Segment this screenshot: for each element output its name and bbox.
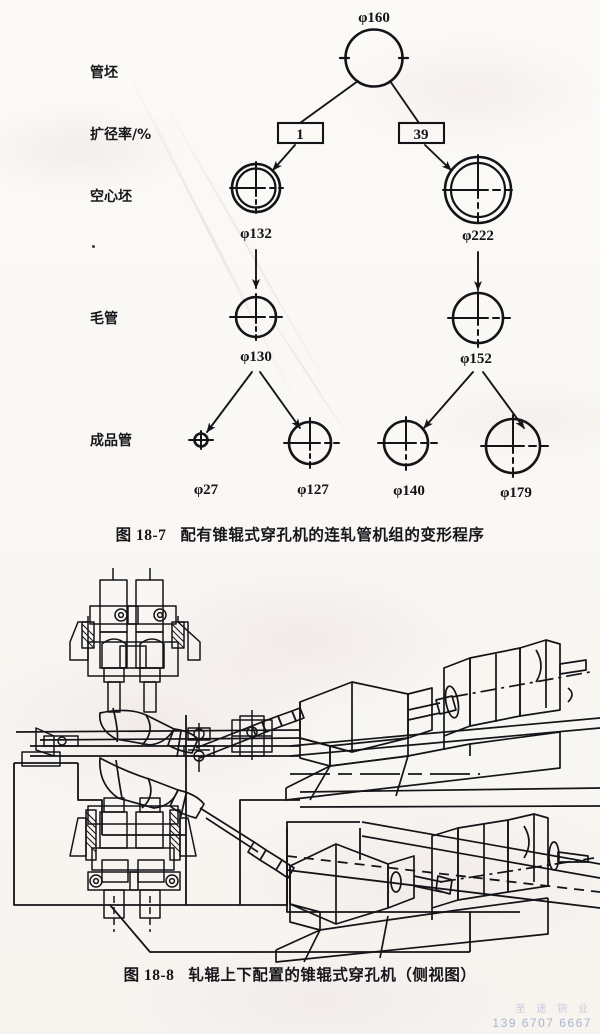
- node-billet-160: [338, 28, 410, 88]
- label-hollow-132: φ132: [240, 226, 272, 242]
- label-hollow-222: φ222: [462, 228, 494, 244]
- entry-guide-left: [21, 727, 79, 767]
- arrow-130-to-27: [206, 371, 253, 433]
- node-finished-127: [283, 417, 340, 469]
- caption-text-18-7: 配有锥辊式穿孔机的连轧管机组的变形程序: [180, 527, 485, 544]
- node-hollow-132: [229, 161, 284, 214]
- watermark-phone: 139 6707 6667: [492, 1016, 592, 1030]
- link-billet-to-box2: [389, 80, 420, 124]
- label-rough-152: φ152: [460, 351, 492, 367]
- node-rough-152: [447, 291, 511, 348]
- arrow-130-to-127: [259, 371, 301, 429]
- caption-figure-18-7: 图 18-7 配有锥辊式穿孔机的连轧管机组的变形程序: [0, 523, 600, 545]
- link-billet-to-box1: [299, 80, 359, 124]
- label-billet-160: φ160: [358, 10, 390, 26]
- arrow-box1-to-132: [272, 144, 296, 171]
- node-rough-130: [229, 293, 283, 341]
- label-finished-140: φ140: [393, 483, 425, 499]
- watermark: 圣 途 铜 业 139 6707 6667: [492, 1000, 592, 1030]
- watermark-name: 圣 途 铜 业: [515, 1004, 592, 1015]
- rod-support-2: [231, 710, 273, 760]
- caption-number-18-8: 图 18-8: [123, 967, 175, 984]
- scan-speck: [92, 245, 95, 248]
- row-label-billet: 管坯: [90, 65, 118, 81]
- row-label-rough-tube: 毛管: [90, 311, 118, 327]
- hatched-detail: [81, 623, 185, 853]
- label-finished-27: φ27: [194, 482, 219, 498]
- label-expansion-39: 39: [414, 127, 429, 143]
- arrow-box39-to-222: [424, 144, 452, 171]
- arrow-152-to-140: [423, 371, 474, 429]
- label-finished-127: φ127: [297, 482, 329, 498]
- lower-drive-assembly: [199, 807, 595, 963]
- row-label-finished-tube: 成品管: [90, 433, 132, 449]
- node-finished-179: [480, 414, 549, 478]
- node-finished-27: [188, 430, 214, 450]
- figure-18-7: φ160 1 39 φ132 φ222 φ130 φ152 φ27 φ127 φ…: [188, 10, 549, 501]
- caption-figure-18-8: 图 18-8 轧辊上下配置的锥辊式穿孔机（侧视图）: [0, 963, 600, 985]
- label-expansion-1: 1: [296, 127, 304, 143]
- label-rough-130: φ130: [240, 349, 272, 365]
- lower-roll-housing: [69, 797, 197, 932]
- caption-number-18-7: 图 18-7: [115, 527, 167, 544]
- row-label-expansion-rate: 扩径率/%: [90, 127, 152, 143]
- node-finished-140: [377, 416, 438, 471]
- label-finished-179: φ179: [500, 485, 532, 501]
- upper-roll-housing: [69, 568, 201, 713]
- cone-roll-lower: [98, 757, 205, 821]
- row-label-hollow-shell: 空心坯: [90, 189, 132, 205]
- caption-text-18-8: 轧辊上下配置的锥辊式穿孔机（侧视图）: [188, 967, 477, 984]
- node-hollow-222: [442, 154, 513, 225]
